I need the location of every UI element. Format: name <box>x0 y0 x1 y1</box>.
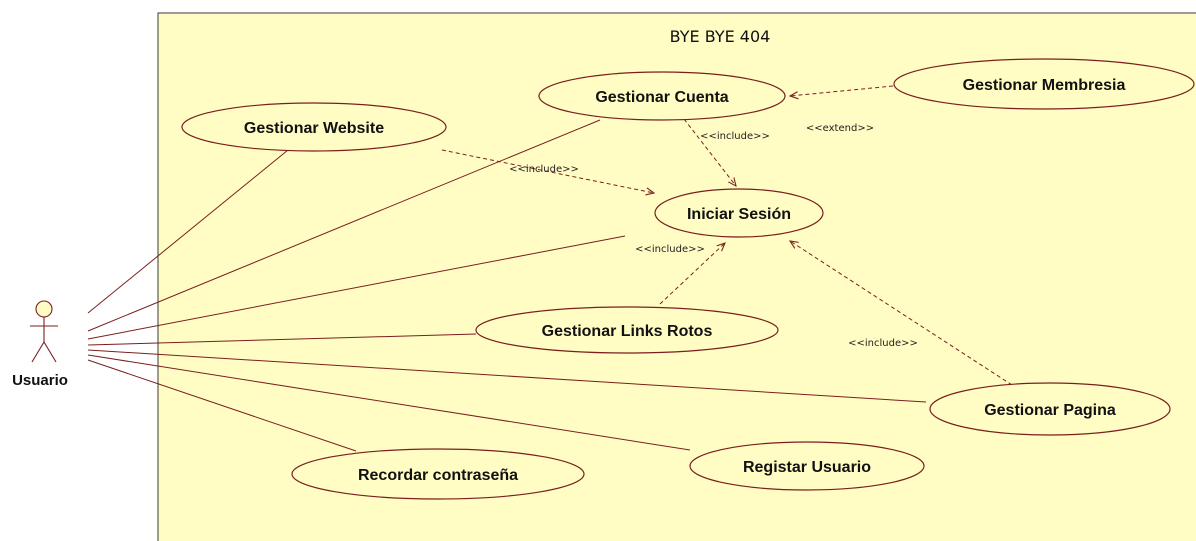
assoc-website <box>87 149 289 314</box>
assoc-registar <box>87 354 691 451</box>
use-case-label: Gestionar Pagina <box>984 402 1116 419</box>
use-case-label: Gestionar Links Rotos <box>542 323 713 340</box>
assoc-pagina <box>87 349 927 403</box>
dep-membresia-extend <box>790 85 894 96</box>
assoc-recordar <box>87 359 357 452</box>
use-case-label: Gestionar Cuenta <box>595 89 728 106</box>
stereotype-extend-membresia: <<extend>> <box>806 123 874 134</box>
use-case-label: Registar Usuario <box>743 459 871 476</box>
use-case-registar-usuario[interactable]: Registar Usuario <box>689 441 925 491</box>
stereotype-include-links: <<include>> <box>635 244 705 255</box>
actor-label: Usuario <box>12 372 68 389</box>
assoc-links-rotos <box>87 333 477 346</box>
actor-usuario[interactable]: Usuario <box>12 300 68 389</box>
use-case-gestionar-membresia[interactable]: Gestionar Membresia <box>893 58 1195 110</box>
use-case-gestionar-pagina[interactable]: Gestionar Pagina <box>929 382 1171 436</box>
assoc-iniciar-sesion <box>87 235 626 340</box>
stereotype-include-pagina: <<include>> <box>848 338 918 349</box>
stereotype-include-cuenta: <<include>> <box>700 131 770 142</box>
use-case-gestionar-cuenta[interactable]: Gestionar Cuenta <box>538 71 786 121</box>
use-case-iniciar-sesion[interactable]: Iniciar Sesión <box>654 188 824 238</box>
actor-figure-icon <box>30 300 58 363</box>
use-case-label: Iniciar Sesión <box>687 206 791 223</box>
use-case-label: Recordar contraseña <box>358 467 518 484</box>
use-case-label: Gestionar Website <box>244 120 384 137</box>
use-case-gestionar-links-rotos[interactable]: Gestionar Links Rotos <box>475 306 779 354</box>
use-case-label: Gestionar Membresia <box>963 77 1126 94</box>
stereotype-include-website: <<include>> <box>509 164 579 175</box>
system-title: BYE BYE 404 <box>670 27 771 46</box>
dep-links-include <box>659 243 725 305</box>
dependencies <box>441 85 1013 386</box>
use-case-recordar-contrasena[interactable]: Recordar contraseña <box>291 448 585 500</box>
dep-cuenta-include <box>683 118 736 186</box>
dep-pagina-include <box>790 241 1013 386</box>
dep-website-include <box>441 149 654 193</box>
associations <box>87 119 927 452</box>
use-case-gestionar-website[interactable]: Gestionar Website <box>181 102 447 152</box>
assoc-cuenta <box>87 119 601 332</box>
